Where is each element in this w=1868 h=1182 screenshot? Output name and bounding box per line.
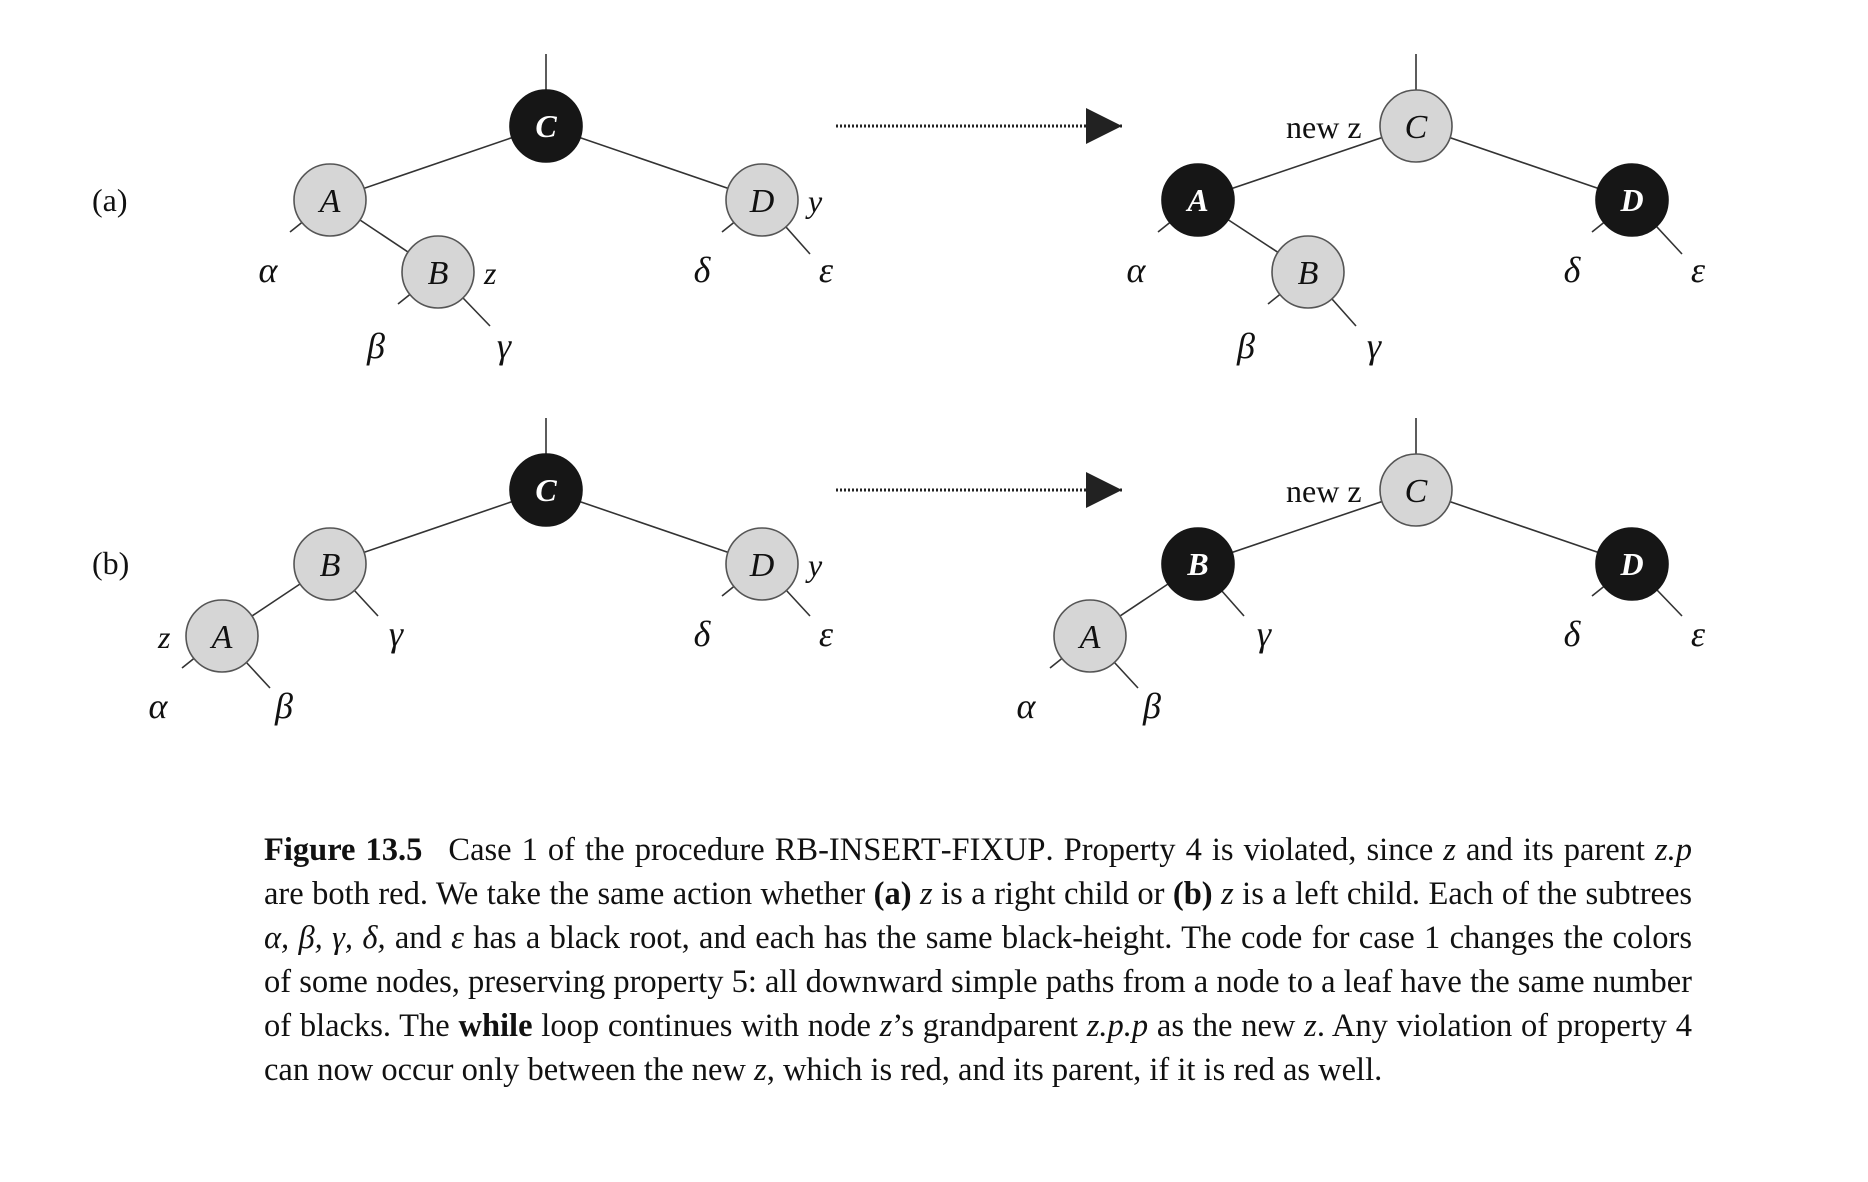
caption-text: Case 1 of the procedure <box>448 832 775 868</box>
node-c-label: C <box>535 472 557 508</box>
subtree-delta: δ <box>1564 250 1582 290</box>
subtree-epsilon: ε <box>1691 614 1706 654</box>
node-d-label: D <box>749 547 775 584</box>
subtree-epsilon: ε <box>819 614 834 654</box>
part-b-after-tree: C B A D new z α β γ δ ε <box>1017 418 1706 726</box>
node-b <box>1271 235 1345 309</box>
node-b-label: B <box>1298 255 1319 292</box>
new-z-tag: new z <box>1286 109 1362 145</box>
node-d-label: D <box>1619 546 1643 582</box>
node-a-label: A <box>318 183 341 220</box>
subtree-epsilon: ε <box>819 250 834 290</box>
node-d <box>1595 527 1669 601</box>
subtree-gamma: γ <box>1367 326 1382 366</box>
node-a <box>1161 163 1235 237</box>
part-b-before-tree: C B A D z y α β γ δ ε <box>149 418 834 726</box>
z-tag: z <box>483 255 497 291</box>
subtree-alpha: α <box>1127 250 1147 290</box>
node-a <box>293 163 367 237</box>
node-d-label: D <box>749 183 775 220</box>
subtree-gamma: γ <box>497 326 512 366</box>
node-d-label: D <box>1619 182 1643 218</box>
node-a <box>185 599 259 673</box>
node-d <box>725 163 799 237</box>
node-c-label: C <box>1405 109 1428 146</box>
y-tag: y <box>805 547 823 583</box>
subtree-beta: β <box>1142 686 1161 726</box>
node-c <box>1379 89 1453 163</box>
subtree-delta: δ <box>694 250 712 290</box>
node-a-label: A <box>1078 619 1101 656</box>
subtree-beta: β <box>274 686 293 726</box>
node-b <box>293 527 367 601</box>
new-z-tag: new z <box>1286 473 1362 509</box>
y-tag: y <box>805 183 823 219</box>
node-c-label: C <box>1405 473 1428 510</box>
subtree-gamma: γ <box>1257 614 1272 654</box>
node-b-label: B <box>1186 546 1208 582</box>
node-d <box>725 527 799 601</box>
subtree-alpha: α <box>259 250 279 290</box>
subtree-beta: β <box>1236 326 1255 366</box>
subtree-alpha: α <box>149 686 169 726</box>
procedure-name: RB-INSERT-FIXUP <box>774 832 1046 868</box>
subtree-alpha: α <box>1017 686 1037 726</box>
node-a-label: A <box>1185 182 1208 218</box>
node-b-label: B <box>428 255 449 292</box>
node-b <box>401 235 475 309</box>
node-a-label: A <box>210 619 233 656</box>
subtree-gamma: γ <box>389 614 404 654</box>
subtree-beta: β <box>366 326 385 366</box>
red-black-tree-diagram: (a) C A B D z y α β γ δ ε <box>92 54 1706 726</box>
part-b-label: (b) <box>92 545 129 581</box>
part-a-before-tree: C A B D z y α β γ δ ε <box>259 54 834 366</box>
node-b <box>1161 527 1235 601</box>
node-d <box>1595 163 1669 237</box>
node-c <box>509 89 583 163</box>
node-c <box>1379 453 1453 527</box>
part-a-label: (a) <box>92 182 128 218</box>
subtree-delta: δ <box>694 614 712 654</box>
figure-number: Figure 13.5 <box>264 832 423 868</box>
part-a-after-tree: C A B D new z α β γ δ ε <box>1127 54 1706 366</box>
node-c-label: C <box>535 108 557 144</box>
node-a <box>1053 599 1127 673</box>
z-tag: z <box>157 619 171 655</box>
subtree-delta: δ <box>1564 614 1582 654</box>
node-c <box>509 453 583 527</box>
subtree-epsilon: ε <box>1691 250 1706 290</box>
figure-caption: Figure 13.5 Case 1 of the procedure RB-IN… <box>264 832 1693 1088</box>
node-b-label: B <box>320 547 341 584</box>
